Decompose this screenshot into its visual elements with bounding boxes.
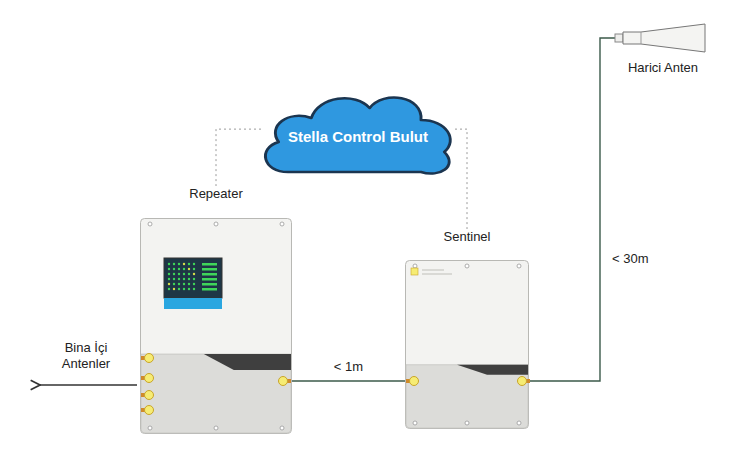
indoor-antenna-label: Bina İçi Antenler [46,340,126,372]
panel-stripe [457,365,528,375]
display-dot [183,288,185,290]
printed-mark [422,273,452,274]
display-dot [193,278,195,280]
antenna-drawing [615,20,711,56]
display-screen [164,258,222,298]
housing-body [141,219,292,434]
rf-port [410,377,419,386]
display-dot [168,283,170,285]
display-dot [183,268,185,270]
display-dot [183,273,185,275]
display-dot [193,273,195,275]
display-dot [183,283,185,285]
rf-cable [529,38,615,381]
screw-hole [280,222,284,226]
device-label: Repeater [140,186,292,202]
cable-length-label: < 30m [610,251,651,267]
display-bar [202,263,217,266]
display-dot [188,263,190,265]
display-dot [173,263,175,265]
sentinel-housing [405,260,529,429]
display-dot [178,273,180,275]
display-dot [173,278,175,280]
sentinel-node: Sentinel [405,229,529,429]
screw-hole [280,426,284,430]
display-dot [178,283,180,285]
screw-hole [413,421,417,425]
display-dot [188,278,190,280]
screw-hole [148,426,152,430]
screw-hole [148,222,152,226]
display-dot [168,263,170,265]
indoor-antenna-arrow [40,384,137,385]
repeater-housing [140,218,292,434]
screw-hole [214,426,218,430]
antenna-connector [615,34,623,42]
display-dot [173,273,175,275]
display-dot [183,263,185,265]
display-bars [202,263,217,291]
display-dot [173,283,175,285]
cloud-node: Stella Control Bulut [253,86,463,184]
display-dot [178,288,180,290]
cloud-label: Stella Control Bulut [253,128,463,146]
rf-port [145,406,154,415]
status-led [411,268,418,275]
rf-port [145,391,154,400]
display-bar [202,288,217,291]
display-dot [193,263,195,265]
display-dot [188,268,190,270]
lower-panel [141,354,291,433]
display-dot [168,268,170,270]
antenna-seam [641,32,642,44]
display-dot [193,268,195,270]
rf-port [518,377,527,386]
rf-port [145,374,154,383]
screw-hole [517,421,521,425]
display-bar [202,283,217,286]
display-bar-blue [164,298,222,309]
repeater-node: Repeater [140,186,292,434]
rf-cable [292,380,405,381]
device-label: Harici Anten [615,60,711,76]
screw-hole [214,222,218,226]
display-dot [168,278,170,280]
display-dot [168,288,170,290]
display-dot [168,273,170,275]
display-dot [178,278,180,280]
display-dot [188,288,190,290]
antenna-horn [623,24,705,52]
panel-stripe [204,354,291,370]
cloud-link [455,129,467,229]
display-bar [202,278,217,281]
display-bar [202,268,217,271]
screw-hole [465,421,469,425]
display-dots [168,263,195,290]
device-label: Sentinel [405,229,529,245]
printed-mark [422,269,444,270]
screw-hole [413,264,417,268]
display-dot [188,283,190,285]
display-bar [202,273,217,276]
rf-port [145,354,154,363]
cable-length-label: < 1m [332,359,365,375]
antenna-node: Harici Anten [615,20,711,82]
display-dot [193,288,195,290]
housing-body [406,261,529,429]
display-dot [193,283,195,285]
lower-panel [406,365,528,428]
display-dot [178,268,180,270]
cloud-link [216,129,261,186]
display-dot [173,288,175,290]
screw-hole [517,264,521,268]
rf-port [279,377,288,386]
display-dot [173,268,175,270]
display-dot [183,278,185,280]
display-dot [188,273,190,275]
display-dot [178,263,180,265]
screw-hole [465,264,469,268]
